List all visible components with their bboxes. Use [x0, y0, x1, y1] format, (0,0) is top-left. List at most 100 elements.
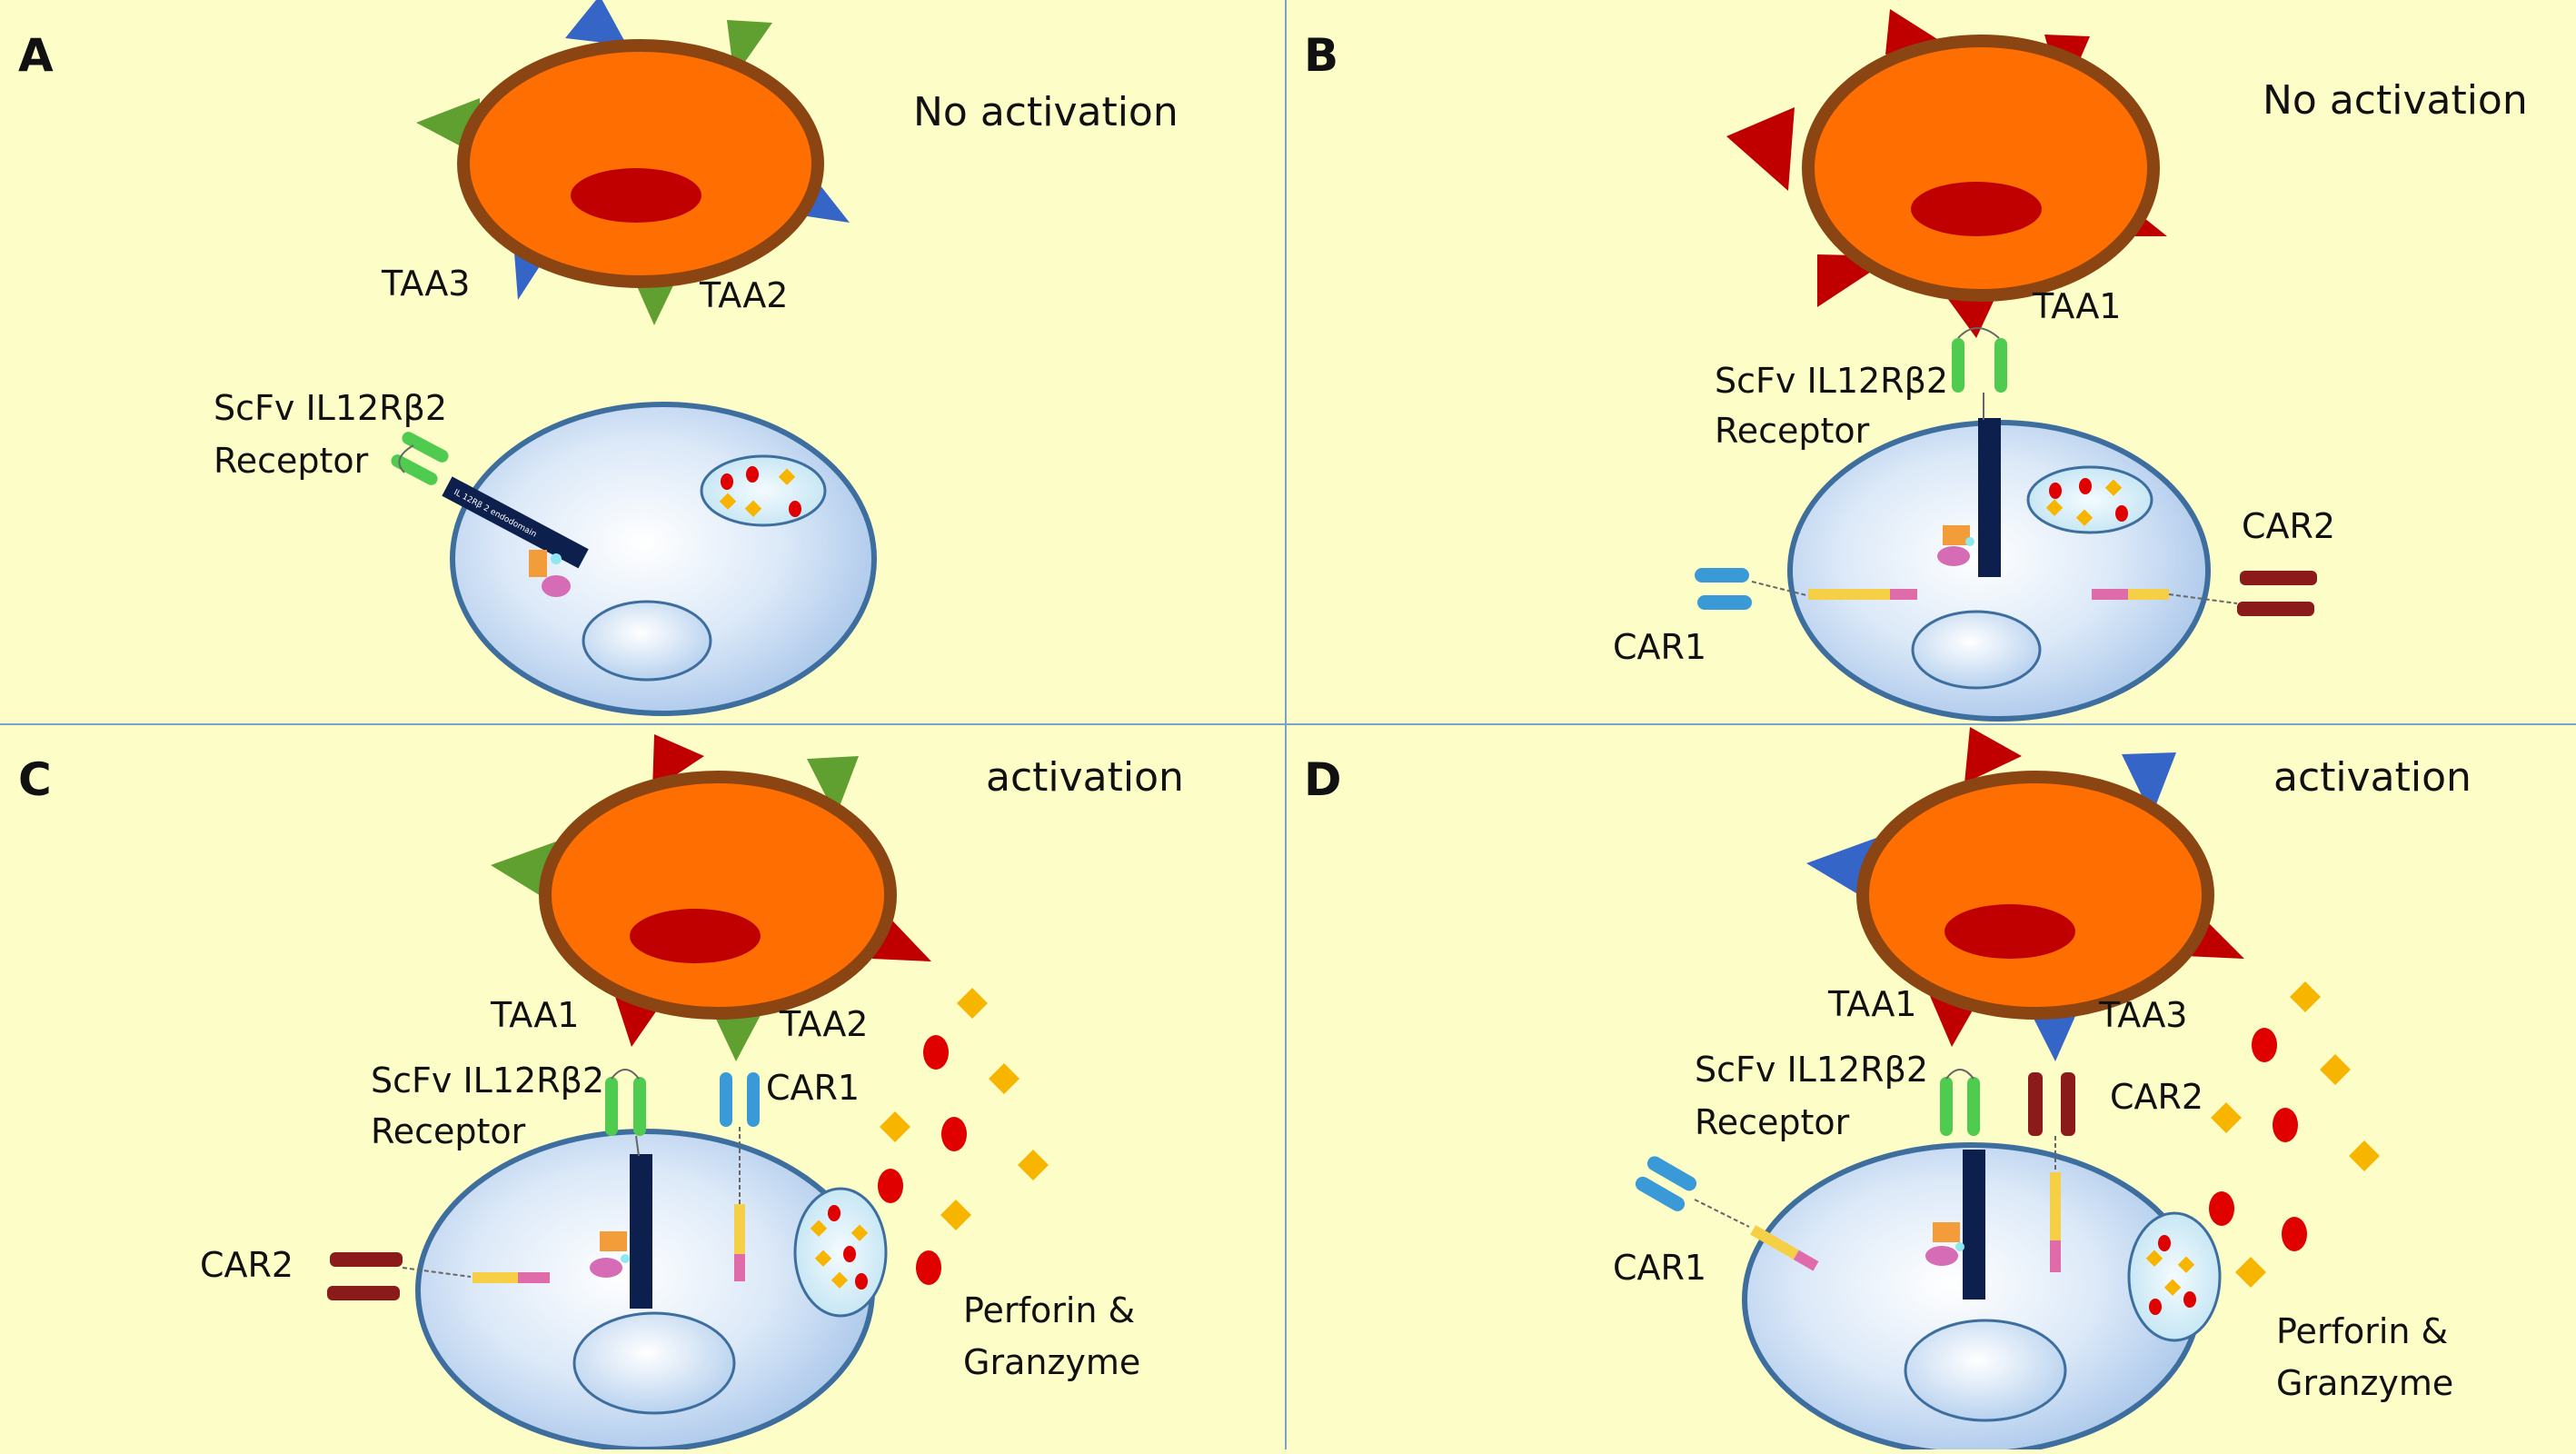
tumor-nucleus: [1911, 182, 2042, 236]
label-perforin: Perforin &: [963, 1290, 1135, 1330]
panel-b: B No activation TAA1 ScFv IL12Rβ2 Recept…: [1304, 9, 2528, 722]
perforin-granule: [2282, 1217, 2307, 1251]
t-cell-nucleus: [582, 600, 712, 682]
granzyme-granule: [989, 1063, 1019, 1094]
label-taa1: TAA1: [1827, 984, 1917, 1024]
label-scfv: ScFv IL12Rβ2: [214, 388, 447, 428]
taa2-antigen: [807, 756, 859, 816]
panel-c-status: activation: [986, 754, 1184, 801]
perforin-granule: [923, 1035, 949, 1070]
panel-c-letter: C: [18, 753, 52, 806]
panel-b-status: No activation: [2263, 77, 2528, 124]
jak2-icon: [1943, 525, 1970, 545]
label-car2: CAR2: [200, 1245, 293, 1285]
label-taa1: TAA1: [490, 995, 580, 1035]
tumor-cell-d: [1806, 727, 2244, 1061]
t-cell-b: [1695, 327, 2317, 722]
il12-endodomain: [1978, 418, 2001, 577]
label-car2: CAR2: [2242, 506, 2335, 546]
perforin-granule: [2252, 1028, 2277, 1062]
scfv-il12rb2-receptor: [391, 432, 449, 485]
car1-receptor: [1635, 1156, 1819, 1271]
scfv-il12rb2-receptor: [1940, 1069, 1980, 1136]
tumor-cell-a: [416, 0, 850, 325]
label-perforin: Perforin &: [2276, 1311, 2448, 1351]
panel-d-status: activation: [2273, 754, 2472, 801]
panel-a-letter: A: [18, 29, 54, 82]
t-cell-d: [1635, 1069, 2222, 1454]
label-car1: CAR1: [1613, 1248, 1706, 1288]
label-scfv: ScFv IL12Rβ2: [371, 1061, 604, 1100]
label-granzyme: Granzyme: [963, 1342, 1140, 1382]
stat4-icon: [590, 1258, 622, 1278]
car1-receptor: [1695, 568, 1917, 610]
released-granules-d: [2209, 981, 2380, 1288]
panel-a-status: No activation: [913, 89, 1179, 135]
perforin-granule: [2209, 1191, 2234, 1226]
stat4-icon: [1925, 1246, 1958, 1266]
panel-c: C activation TAA1 TAA2 ScFv IL12Rβ2 Rece…: [18, 734, 1184, 1452]
label-car2: CAR2: [2110, 1077, 2203, 1117]
granzyme-granule: [2349, 1140, 2380, 1171]
stat4-icon: [1937, 546, 1970, 566]
t-cell-nucleus: [1911, 610, 2042, 690]
tumor-cell-b: [1726, 9, 2167, 338]
panel-d-letter: D: [1304, 753, 1342, 806]
label-receptor: Receptor: [1695, 1102, 1850, 1142]
car1-receptor: [720, 1072, 760, 1281]
label-taa2: TAA2: [779, 1004, 869, 1044]
label-car1: CAR1: [766, 1068, 860, 1108]
granule-vesicle: [700, 454, 827, 527]
il12-endodomain: [1963, 1150, 1985, 1300]
granzyme-granule: [2235, 1257, 2266, 1288]
granule-vesicle: [2127, 1211, 2222, 1342]
granzyme-granule: [2290, 981, 2321, 1012]
panel-b-letter: B: [1304, 29, 1338, 82]
scfv-il12rb2-receptor: [605, 1069, 646, 1157]
perforin-granule: [878, 1169, 903, 1203]
jak2-icon: [1933, 1222, 1960, 1242]
granzyme-granule: [1018, 1150, 1049, 1180]
tumor-nucleus: [630, 909, 761, 963]
taa1-antigen: [1964, 727, 2022, 783]
granzyme-granule: [957, 988, 988, 1019]
label-receptor: Receptor: [214, 441, 369, 481]
t-cell-nucleus: [1904, 1319, 2067, 1422]
taa3-antigen: [2122, 752, 2176, 816]
label-taa3: TAA3: [2098, 995, 2188, 1035]
jak2-icon: [529, 550, 547, 577]
label-taa1: TAA1: [2032, 286, 2122, 326]
stat4-icon: [542, 575, 571, 597]
t-cell-nucleus: [572, 1311, 736, 1415]
t-cell-c: [327, 1069, 888, 1452]
t-cell-a: IL 12Rβ 2 endodomain: [391, 402, 877, 716]
taa3-antigen: [565, 0, 627, 45]
perforin-granule: [2273, 1108, 2298, 1142]
tumor-cell-c: [491, 734, 931, 1061]
scfv-il12rb2-receptor: [1952, 327, 2007, 420]
tumor-nucleus: [1944, 904, 2075, 959]
car2-receptor: [2028, 1072, 2075, 1272]
label-scfv: ScFv IL12Rβ2: [1695, 1050, 1928, 1090]
label-taa3: TAA3: [381, 264, 471, 304]
jak2-icon: [600, 1231, 627, 1251]
panel-d: D activation TAA1 TAA3 ScFv IL12Rβ2 Rece…: [1304, 727, 2472, 1454]
granule-vesicle: [2026, 465, 2153, 534]
perforin-granule: [941, 1117, 967, 1151]
granzyme-granule: [940, 1200, 971, 1230]
label-car1: CAR1: [1613, 627, 1706, 667]
label-granzyme: Granzyme: [2276, 1363, 2453, 1403]
granzyme-granule: [2211, 1102, 2242, 1133]
label-scfv: ScFv IL12Rβ2: [1715, 361, 1948, 401]
perforin-granule: [916, 1250, 941, 1285]
granzyme-granule: [2320, 1054, 2351, 1085]
granule-vesicle: [793, 1187, 888, 1318]
label-receptor: Receptor: [1715, 411, 1870, 451]
taa1-antigen: [1726, 107, 1795, 191]
label-taa2: TAA2: [699, 275, 789, 315]
tumor-nucleus: [571, 168, 701, 223]
car2-receptor: [2092, 571, 2317, 616]
released-granules-c: [878, 988, 1049, 1285]
